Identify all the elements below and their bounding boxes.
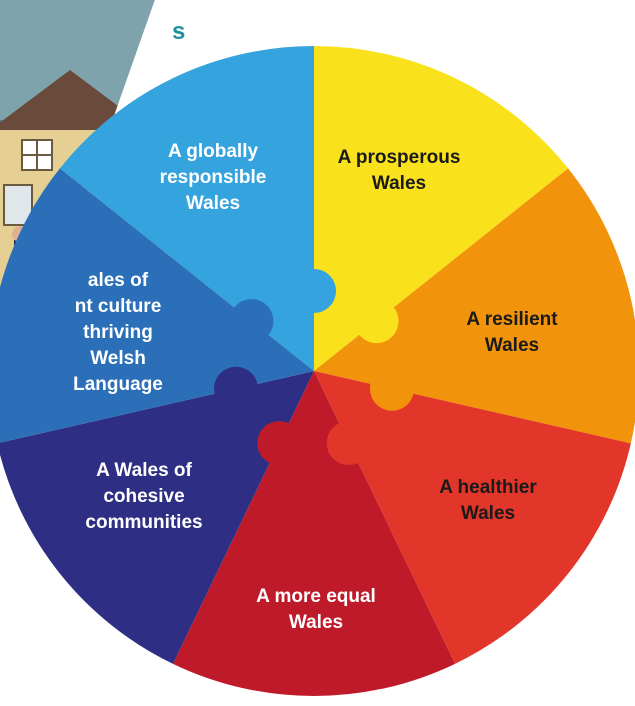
sector-cohesive	[0, 371, 314, 664]
puzzle-knob-prosperous	[354, 299, 399, 344]
sector-more-equal	[172, 371, 456, 696]
goal-label-resilient: A resilient Wales	[466, 309, 558, 356]
partial-title: s	[172, 18, 186, 45]
sector-globally	[59, 46, 314, 371]
puzzle-knob-more-equal	[257, 421, 302, 466]
goal-label-globally: A globally responsible Wales	[159, 141, 267, 214]
puzzle-knob-cohesive	[214, 366, 259, 411]
goal-label-prosperous: A prosperous Wales	[337, 147, 461, 194]
goal-label-cohesive: A Wales of cohesive communities	[85, 460, 203, 533]
puzzle-knob-globally	[292, 269, 336, 313]
puzzle-knob-healthier	[326, 421, 371, 466]
puzzle-knob-resilient	[369, 366, 414, 411]
goal-label-healthier: A healthier Wales	[439, 477, 537, 524]
sector-healthier	[314, 371, 631, 664]
goal-label-culture: ales of nt culture thriving Welsh Langua…	[73, 270, 163, 395]
sector-prosperous	[314, 46, 569, 371]
goal-label-more-equal: A more equal Wales	[256, 586, 376, 633]
puzzle-knob-culture	[229, 299, 274, 344]
